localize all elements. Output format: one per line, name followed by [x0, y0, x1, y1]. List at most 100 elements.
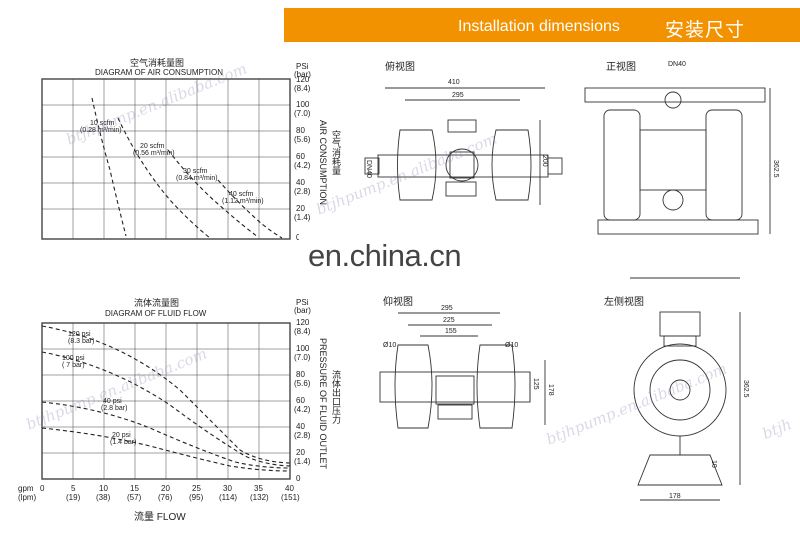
- flow-x-lpm-3: (76): [158, 493, 173, 502]
- air-curve-label-3: 30 scfm: [183, 168, 208, 175]
- flow-y-bar-3: (4.2): [294, 405, 311, 414]
- flow-y-bar-2: (5.6): [294, 379, 311, 388]
- air-y-psi-1: 100: [296, 100, 310, 109]
- air-y-psi-5: 20: [296, 204, 305, 213]
- flow-psi-header: PSi: [296, 298, 309, 307]
- flow-x-lpm-0: (19): [66, 493, 81, 502]
- flow-x-axis-label: 流量 FLOW: [134, 512, 186, 523]
- flow-y-psi-2: 80: [296, 370, 305, 379]
- flow-y-bar-4: (2.8): [294, 431, 311, 440]
- dim-200: 200: [541, 155, 548, 167]
- flow-bar-header: (bar): [294, 306, 311, 315]
- flow-x-gpm-1: 5: [71, 484, 76, 493]
- drawing-top-view: [364, 87, 563, 205]
- view-label-bottom: 仰视图: [383, 297, 413, 308]
- view-label-left: 左侧视图: [604, 297, 644, 308]
- air-curve-label-3-sub: (0.84 m³/min): [176, 175, 218, 182]
- dim-155: 155: [445, 328, 457, 335]
- flow-x-gpm-0: 0: [40, 484, 45, 493]
- flow-y-psi-6: 0: [296, 474, 301, 483]
- dim-10a: Ø10: [383, 342, 397, 349]
- air-curve-label-2-sub: (0.56 m³/min): [133, 150, 175, 157]
- air-y-psi-6: 0: [296, 233, 300, 242]
- dim-178: 178: [547, 384, 554, 396]
- dim-10b: Ø10: [505, 342, 519, 349]
- flow-x-lpm-label: (lpm): [18, 493, 37, 502]
- dim-dn40-top: DN40: [668, 61, 686, 68]
- flow-y-bar-5: (1.4): [294, 457, 311, 466]
- dim-225: 225: [443, 317, 455, 324]
- flow-x-lpm-6: (132): [250, 493, 269, 502]
- flow-y-bar-0: (8.4): [294, 327, 311, 336]
- flow-curve-label-3-sub: (2.8 bar): [101, 405, 128, 412]
- air-y-bar-3: (4.2): [294, 161, 311, 170]
- header-title-zh: 安装尺寸: [665, 20, 746, 41]
- flow-curve-20psi: [41, 427, 291, 472]
- header-banner: [284, 8, 800, 42]
- flow-y-psi-0: 120: [296, 318, 310, 327]
- flow-curve-label-1: 120 psi: [68, 331, 91, 338]
- flow-x-lpm-1: (38): [96, 493, 111, 502]
- flow-chart-curves: [41, 325, 291, 472]
- flow-curve-label-3: 40 psi: [103, 398, 122, 405]
- air-y-psi-4: 40: [296, 178, 305, 187]
- flow-chart-title-zh: 流体流量图: [134, 298, 180, 308]
- air-curve-10scfm: [91, 97, 127, 237]
- drawing-bottom-view: [379, 312, 546, 429]
- dim-410: 410: [448, 79, 460, 86]
- air-right-label-zh: 空气消耗量: [331, 130, 341, 175]
- view-label-front: 正视图: [606, 62, 636, 73]
- flow-x-gpm-2: 10: [99, 484, 108, 493]
- air-y-psi-3: 60: [296, 152, 305, 161]
- air-bar-header: (bar): [294, 70, 311, 79]
- overlay-logo-text: en.china.cn: [308, 238, 462, 273]
- flow-curve-label-1-sub: (8.3 bar): [68, 338, 95, 345]
- air-y-psi-0: 120: [296, 75, 310, 84]
- flow-x-gpm-6: 30: [223, 484, 232, 493]
- air-chart-grid: [41, 78, 291, 240]
- flow-x-gpm-4: 20: [161, 484, 170, 493]
- dim-362-5: 362.5: [772, 160, 779, 178]
- flow-chart-grid: [41, 322, 291, 480]
- dim-10: 10: [710, 460, 717, 468]
- air-curve-40scfm: [217, 179, 283, 239]
- air-y-bar-0: (8.4): [294, 84, 311, 93]
- flow-curve-label-2-sub: ( 7 bar): [62, 362, 85, 369]
- drawing-left-view: [633, 311, 741, 501]
- air-curve-label-1-sub: (0.28 m³/min): [80, 127, 122, 134]
- flow-x-lpm-5: (114): [219, 493, 238, 502]
- air-chart-title-en: DIAGRAM OF AIR CONSUMPTION: [95, 68, 224, 77]
- drawing-front-view: [584, 87, 771, 279]
- flow-curve-label-4: 20 psi: [112, 432, 131, 439]
- air-curve-label-2: 20 scfm: [140, 143, 165, 150]
- air-curve-label-4-sub: (1.12 m³/min): [222, 198, 264, 205]
- dim-362-5b: 362.5: [742, 380, 749, 398]
- dim-125: 125: [532, 378, 539, 390]
- air-y-bar-2: (5.6): [294, 135, 311, 144]
- flow-x-gpm-5: 25: [192, 484, 201, 493]
- air-psi-header: PSi: [296, 62, 309, 71]
- flow-curve-label-2: 100 psi: [62, 355, 85, 362]
- header-title-en: Installation dimensions: [458, 18, 620, 35]
- dim-178b: 178: [669, 493, 681, 500]
- air-curve-label-4: 40 scfm: [229, 191, 254, 198]
- overlay-box: [299, 233, 503, 287]
- flow-right-label-zh: 流体出口压力: [331, 370, 341, 424]
- flow-x-lpm-4: (95): [189, 493, 204, 502]
- flow-y-psi-3: 60: [296, 396, 305, 405]
- dim-295: 295: [452, 92, 464, 99]
- air-y-bar-1: (7.0): [294, 109, 311, 118]
- flow-right-label-en: PRESSURE OF FLUID OUTLET: [318, 338, 328, 470]
- flow-chart-title-en: DIAGRAM OF FLUID FLOW: [105, 309, 207, 318]
- flow-x-gpm-7: 35: [254, 484, 263, 493]
- flow-y-psi-5: 20: [296, 448, 305, 457]
- air-right-label-en: AIR CONSUMPTION: [318, 120, 328, 206]
- dim-dn40-left: DN40: [365, 160, 372, 178]
- flow-y-psi-1: 100: [296, 344, 310, 353]
- air-chart-curves: [91, 97, 283, 239]
- flow-y-psi-4: 40: [296, 422, 305, 431]
- flow-curve-40psi: [41, 401, 291, 469]
- flow-x-gpm-8: 40: [285, 484, 294, 493]
- flow-curve-120psi: [41, 325, 291, 464]
